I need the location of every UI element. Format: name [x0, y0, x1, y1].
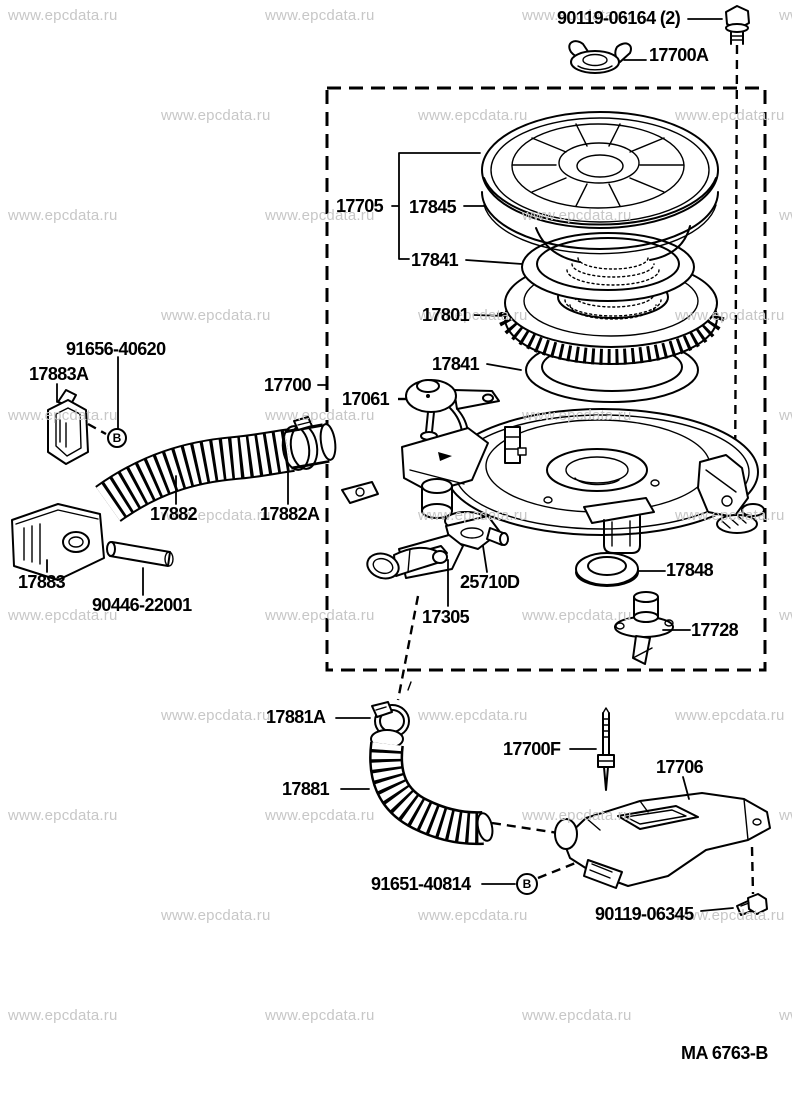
part-label-17841: 17841 — [411, 250, 459, 270]
body-clip-bracket — [504, 426, 527, 464]
part-label-17845: 17845 — [409, 197, 457, 217]
intake-horn — [366, 546, 448, 580]
part-label-17700F: 17700F — [503, 739, 561, 759]
part-label-17881A: 17881A — [266, 707, 326, 727]
bolt-b-symbol: B — [113, 431, 122, 445]
part-label-17883: 17883 — [18, 572, 66, 592]
air-hose-17881 — [369, 729, 494, 846]
part-label-90119-06345: 90119-06345 — [595, 904, 694, 924]
part-label-17061: 17061 — [342, 389, 390, 409]
bolt-90119-06345 — [736, 893, 768, 916]
page-code: MA 6763-B — [681, 1043, 768, 1063]
part-label-17841: 17841 — [432, 354, 480, 374]
part-label-90119-06164(2): 90119-06164 (2) — [557, 8, 681, 28]
part-label-17801: 17801 — [422, 305, 470, 325]
part-label-91651-40814: 91651-40814 — [371, 874, 471, 894]
bolt-91656-40620: B — [107, 428, 127, 448]
pipe-90446-22001 — [106, 541, 174, 567]
part-label-17700: 17700 — [264, 375, 312, 395]
bolt-91651-40814: B — [516, 873, 538, 895]
grommet-17848 — [575, 552, 639, 587]
part-label-17728: 17728 — [691, 620, 739, 640]
cap-spokes — [511, 123, 685, 207]
air-cleaner-body-17700 — [341, 408, 765, 554]
body-right-bracket — [697, 454, 765, 534]
bolt-90119-06164 — [725, 5, 750, 45]
air-cleaner-cap-17705 — [481, 111, 719, 263]
body-left-tab — [341, 481, 379, 504]
stud-17700F — [597, 707, 615, 791]
part-label-17848: 17848 — [666, 560, 714, 580]
part-label-17705: 17705 — [336, 196, 384, 216]
valve-17728 — [614, 591, 674, 665]
part-label-25710D: 25710D — [460, 572, 520, 592]
hose-clamp-17882A — [281, 416, 319, 471]
shield-plate — [401, 427, 489, 493]
part-label-17883A: 17883A — [29, 364, 89, 384]
air-duct-17706 — [554, 792, 771, 889]
part-label-90446-22001: 90446-22001 — [92, 595, 192, 615]
hose-clamp-17881A — [371, 681, 412, 738]
part-label-17882: 17882 — [150, 504, 198, 524]
wing-nut-17700A — [568, 40, 632, 74]
dashed-reference-lines — [87, 44, 755, 895]
part-label-17882A: 17882A — [260, 504, 320, 524]
air-inlet-17883 — [11, 503, 105, 581]
actuator-25710D — [421, 478, 509, 550]
leader-lines — [46, 18, 734, 912]
cap-gasket-17841 — [521, 232, 695, 302]
part-label-91656-40620: 91656-40620 — [66, 339, 166, 359]
bolt-b-symbol: B — [523, 877, 532, 891]
part-label-17700A: 17700A — [649, 45, 709, 65]
assembly-boundary-box — [325, 86, 767, 672]
body-bottom-bracket — [583, 497, 655, 554]
part-label-17305: 17305 — [422, 607, 470, 627]
part-label-17706: 17706 — [656, 757, 704, 777]
inlet-duct-17883A — [47, 389, 89, 465]
part-label-17881: 17881 — [282, 779, 330, 799]
air-hose-17882 — [95, 423, 337, 523]
